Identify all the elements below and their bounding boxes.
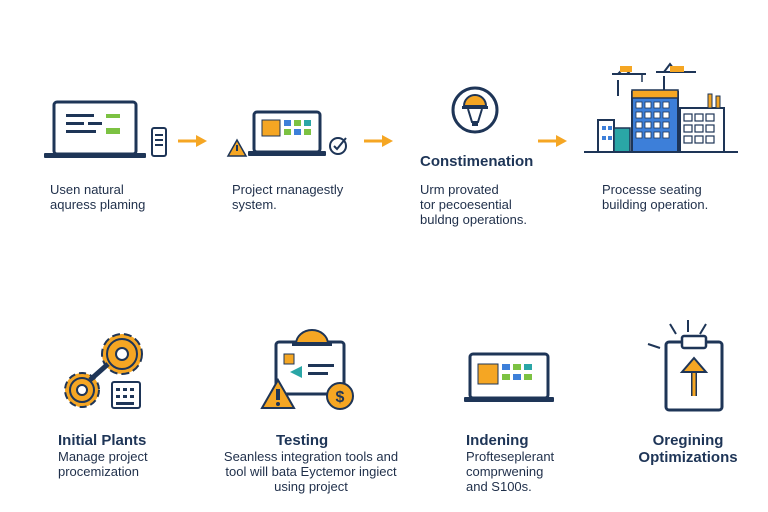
step2-description: Project rnanagestly system. bbox=[232, 182, 343, 212]
step3-line-1: Urm provated bbox=[420, 182, 499, 197]
arrow-right-icon bbox=[364, 135, 393, 147]
initial-plants-line-2: procemization bbox=[58, 464, 139, 479]
step3-line-2: tor pecoesential bbox=[420, 197, 512, 212]
step1-line-2: aquress plaming bbox=[50, 197, 146, 212]
step4-description: Processe seating building operation. bbox=[602, 182, 708, 212]
step4-line-1: Processe seating bbox=[602, 182, 702, 197]
indening-line-1: Profteseplerant bbox=[466, 449, 555, 464]
gears-icon bbox=[64, 333, 143, 409]
dashboard-monitor-icon bbox=[226, 110, 347, 157]
step2-line-2: system. bbox=[232, 197, 277, 212]
optimizations-title-line-2: Optimizations bbox=[638, 449, 738, 466]
lightbulb-hardhat-icon bbox=[451, 86, 499, 134]
testing-title: Testing bbox=[276, 432, 329, 449]
step3-description: Urm provated tor pecoesential buldng ope… bbox=[420, 182, 527, 227]
step2-line-1: Project rnanagestly bbox=[232, 182, 344, 197]
indening-line-3: and S100s. bbox=[466, 479, 532, 494]
arrow-right-icon bbox=[538, 135, 567, 147]
testing-line-1: Seanless integration tools and bbox=[223, 449, 399, 464]
initial-plants-description: Manage project procemization bbox=[58, 449, 148, 479]
arrow-right-icon bbox=[178, 135, 207, 147]
step3-line-3: buldng operations. bbox=[420, 212, 527, 227]
testing-line-3: using project bbox=[274, 479, 348, 494]
indening-line-2: comprwening bbox=[466, 464, 544, 479]
laptop-tiles-icon bbox=[464, 352, 554, 402]
optimizations-title: Oregining Optimizations bbox=[626, 432, 750, 466]
step1-line-1: Usen natural bbox=[50, 182, 124, 197]
optimizations-title-line-1: Oregining bbox=[652, 432, 724, 449]
step1-description: Usen natural aquress plaming bbox=[50, 182, 145, 212]
testing-board-icon: $ bbox=[260, 329, 354, 410]
initial-plants-title: Initial Plants bbox=[58, 432, 147, 449]
indening-title: Indening bbox=[466, 432, 529, 449]
testing-line-2: tool will bata Eyctemor ingiect bbox=[225, 464, 397, 479]
svg-text:$: $ bbox=[336, 389, 345, 406]
indening-description: Profteseplerant comprwening and S100s. bbox=[466, 449, 554, 494]
step3-title: Constimenation bbox=[420, 153, 534, 170]
city-construction-icon bbox=[584, 62, 738, 153]
initial-plants-line-1: Manage project bbox=[58, 449, 148, 464]
testing-description: Seanless integration tools and tool will… bbox=[216, 449, 406, 494]
step4-line-2: building operation. bbox=[602, 197, 709, 212]
laptop-icon bbox=[44, 100, 167, 158]
clipboard-arrow-icon bbox=[647, 320, 724, 412]
